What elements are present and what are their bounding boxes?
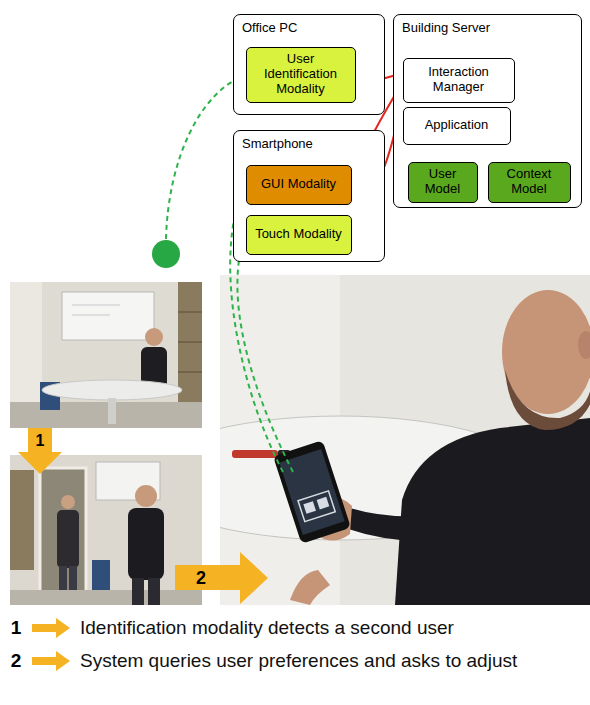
box-title: Smartphone: [242, 137, 384, 152]
server-box: Building ServerInteraction ManagerApplic…: [393, 14, 582, 208]
callout-number: 1: [11, 617, 22, 639]
photo-seated: [10, 282, 202, 428]
box-label: Application: [422, 118, 492, 133]
illustration-part: [128, 508, 164, 580]
box-title: Office PC: [242, 21, 384, 36]
box-label: Touch Modality: [252, 227, 345, 242]
illustration-part: [62, 292, 154, 340]
illustration-part: [178, 282, 202, 404]
illustration-part: [10, 455, 202, 605]
legend-row: Identification modality detects a second…: [30, 617, 550, 639]
modality-box: Touch Modality: [246, 215, 352, 255]
step-arrow: [18, 428, 62, 474]
illustration-part: [178, 342, 202, 343]
illustration-part: [10, 590, 202, 605]
illustration-part: [92, 560, 110, 590]
illustration-part: [108, 398, 116, 424]
box-label: User Model: [409, 167, 477, 197]
illustration-part: [132, 578, 144, 605]
illustration-part: [232, 450, 278, 458]
modality-box: User Identification Modality: [246, 47, 356, 103]
illustration-part: [178, 312, 202, 313]
user-dot: [152, 240, 180, 268]
illustration-part: [69, 566, 77, 592]
model-box: User Model: [408, 162, 478, 203]
step-arrow: [175, 552, 268, 604]
legend-arrow-shape: [32, 618, 70, 638]
illustration-part: [298, 491, 335, 522]
illustration-part: [40, 468, 86, 592]
illustration-part: [148, 578, 160, 605]
illustration-part: [61, 495, 75, 509]
illustration-part: [578, 331, 590, 359]
illustration-part: [72, 305, 120, 306]
illustration-part: [290, 570, 330, 605]
illustration-part: [57, 510, 79, 568]
photo-entering: [10, 455, 202, 605]
legend-arrow: [30, 617, 72, 639]
illustration-part: [59, 566, 67, 592]
box-label: GUI Modality: [258, 177, 339, 192]
illustration-part: [42, 380, 182, 400]
photo-smartphone: [220, 275, 590, 605]
legend-arrow: [30, 650, 72, 672]
legend-row: System queries user preferences and asks…: [30, 650, 550, 672]
box-title: Building Server: [402, 21, 581, 36]
illustration-part: [395, 418, 590, 605]
component-box: Application: [403, 107, 511, 145]
model-box: Context Model: [488, 162, 571, 203]
callout-number: 2: [196, 568, 206, 589]
box-label: Context Model: [489, 167, 570, 197]
box-label: User Identification Modality: [247, 52, 355, 97]
component-box: Interaction Manager: [403, 58, 515, 103]
illustration-part: [72, 315, 110, 316]
device-box: Office PC User Identification Modality: [233, 14, 385, 115]
illustration-part: [505, 370, 590, 430]
illustration-part: [10, 470, 34, 570]
illustration-part: [317, 497, 330, 510]
legend-text: System queries user preferences and asks…: [80, 650, 550, 672]
illustration-part: [303, 501, 316, 514]
box-label: Interaction Manager: [404, 65, 514, 95]
illustration-part: [10, 282, 202, 428]
legend-arrow-shape: [32, 651, 70, 671]
illustration-part: [145, 328, 163, 346]
callout-number: 1: [36, 432, 45, 450]
illustration-part: [279, 449, 344, 535]
dashed-link: [237, 238, 293, 472]
illustration-part: [178, 372, 202, 373]
illustration-part: [345, 508, 445, 541]
device-box: SmartphoneGUI ModalityTouch Modality: [233, 130, 385, 262]
illustration-part: [10, 402, 202, 428]
legend-text: Identification modality detects a second…: [80, 617, 550, 639]
callout-number: 2: [11, 650, 22, 672]
modality-box: GUI Modality: [246, 165, 352, 205]
illustration-part: [135, 485, 157, 507]
